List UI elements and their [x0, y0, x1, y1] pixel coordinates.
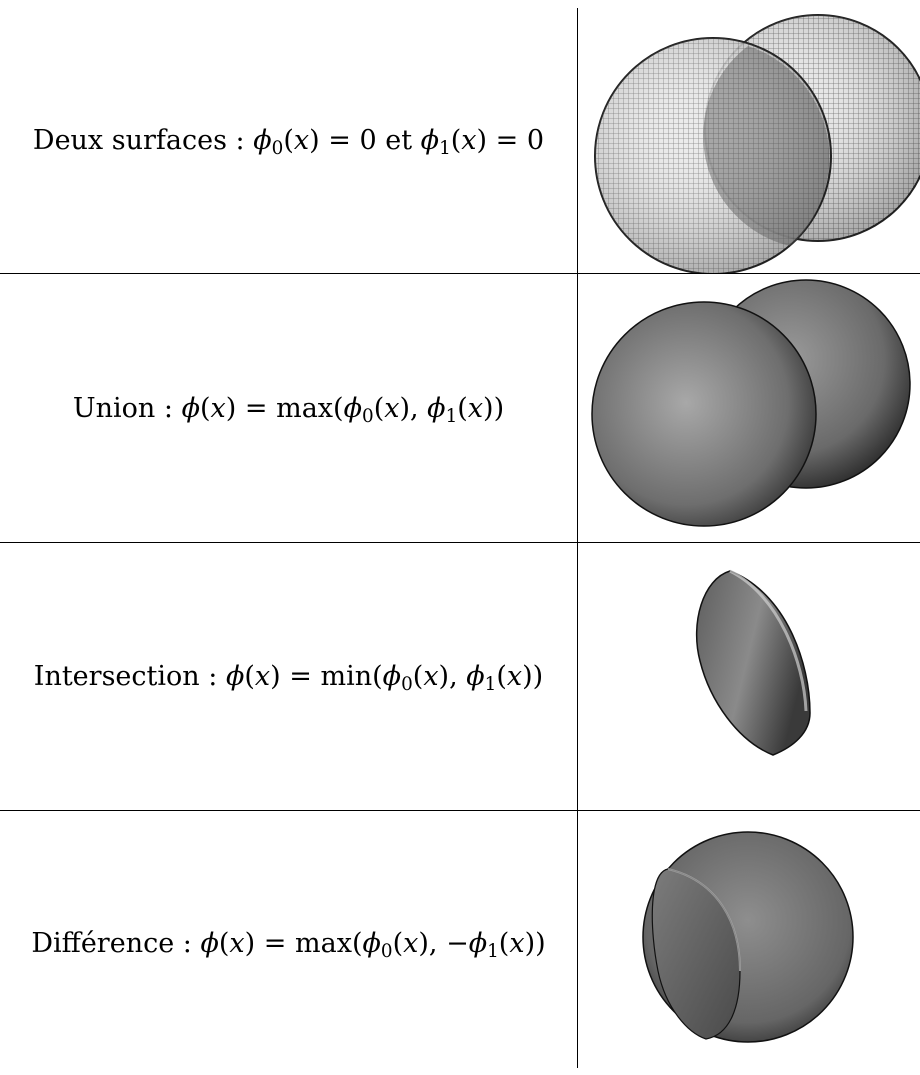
- equals-sign: =: [263, 927, 287, 959]
- minus-sign: −: [446, 927, 469, 959]
- union-shaded-spheres-image: [591, 279, 911, 527]
- difference-cut-sphere-image: [642, 831, 854, 1043]
- operator-min: min: [320, 661, 373, 692]
- row-divider-3: [0, 810, 920, 811]
- row-two-surfaces: Deux surfaces : ϕ0(x) = 0 et ϕ1(x) = 0: [0, 8, 577, 273]
- two-surfaces-formula: Deux surfaces : ϕ0(x) = 0 et ϕ1(x) = 0: [32, 125, 545, 160]
- figure-intersection: [578, 543, 920, 810]
- separator: :: [174, 927, 201, 959]
- phi-symbol: ϕ: [362, 927, 381, 959]
- phi-symbol: ϕ: [466, 661, 485, 692]
- phi-symbol: ϕ: [225, 661, 245, 692]
- operator-max: max: [276, 392, 334, 424]
- row-label: Union: [72, 392, 156, 424]
- row-union: Union : ϕ(x) = max(ϕ0(x), ϕ1(x)): [0, 274, 577, 542]
- row-difference: Différence : ϕ(x) = max(ϕ0(x), −ϕ1(x)): [0, 811, 577, 1075]
- conjunction: et: [385, 125, 413, 156]
- phi-symbol: ϕ: [382, 661, 402, 692]
- row-intersection: Intersection : ϕ(x) = min(ϕ0(x), ϕ1(x)): [0, 543, 577, 810]
- phi-symbol: ϕ: [420, 125, 440, 156]
- union-formula: Union : ϕ(x) = max(ϕ0(x), ϕ1(x)): [72, 392, 505, 427]
- figure-two-surfaces: [578, 8, 920, 273]
- subscript-0: 0: [401, 674, 413, 696]
- separator: :: [226, 125, 254, 156]
- phi-symbol: ϕ: [427, 392, 446, 424]
- phi-symbol: ϕ: [200, 927, 219, 959]
- row-divider-2: [0, 542, 920, 543]
- figure-difference: [578, 811, 920, 1075]
- row-divider-1: [0, 273, 920, 274]
- difference-cut-rim: [667, 868, 741, 972]
- two-wireframe-spheres-image: [594, 14, 920, 273]
- variable-x: x: [509, 927, 525, 959]
- wire-overlap-region: [703, 46, 830, 246]
- phi-symbol: ϕ: [253, 125, 272, 156]
- separator: :: [155, 392, 182, 424]
- intersection-lens-shape: [696, 570, 811, 756]
- equals-zero: = 0: [328, 125, 377, 156]
- wire-sphere-front-shade: [595, 38, 831, 273]
- subscript-1: 1: [445, 405, 458, 427]
- intersection-highlight-edge: [729, 569, 808, 712]
- union-sphere-front: [591, 301, 817, 527]
- variable-x: x: [423, 661, 439, 692]
- table-vertical-divider: [577, 8, 578, 1068]
- subscript-1: 1: [487, 940, 499, 962]
- subscript-1: 1: [484, 674, 497, 696]
- phi-symbol: ϕ: [468, 927, 488, 959]
- intersection-lens-image: [696, 569, 811, 756]
- equals-sign: =: [244, 392, 268, 424]
- row-label: Différence: [31, 927, 175, 959]
- variable-x: x: [210, 392, 226, 424]
- subscript-0: 0: [271, 138, 284, 160]
- row-label: Intersection: [33, 661, 200, 692]
- variable-x: x: [506, 661, 523, 692]
- row-label: Deux surfaces: [32, 125, 227, 156]
- variable-x: x: [293, 125, 310, 156]
- separator: :: [199, 661, 226, 692]
- equals-zero: = 0: [495, 125, 545, 156]
- subscript-1: 1: [439, 138, 451, 160]
- subscript-0: 0: [380, 940, 393, 962]
- equals-sign: =: [289, 661, 312, 692]
- variable-x: x: [384, 392, 400, 424]
- difference-formula: Différence : ϕ(x) = max(ϕ0(x), −ϕ1(x)): [31, 927, 546, 962]
- phi-symbol: ϕ: [181, 392, 200, 424]
- variable-x: x: [254, 661, 271, 692]
- operator-max: max: [295, 927, 352, 959]
- figure-union: [578, 274, 920, 542]
- subscript-0: 0: [362, 405, 374, 427]
- variable-x: x: [229, 927, 245, 959]
- phi-symbol: ϕ: [343, 392, 362, 424]
- variable-x: x: [461, 125, 477, 156]
- variable-x: x: [403, 927, 419, 959]
- variable-x: x: [467, 392, 484, 424]
- intersection-formula: Intersection : ϕ(x) = min(ϕ0(x), ϕ1(x)): [33, 661, 544, 696]
